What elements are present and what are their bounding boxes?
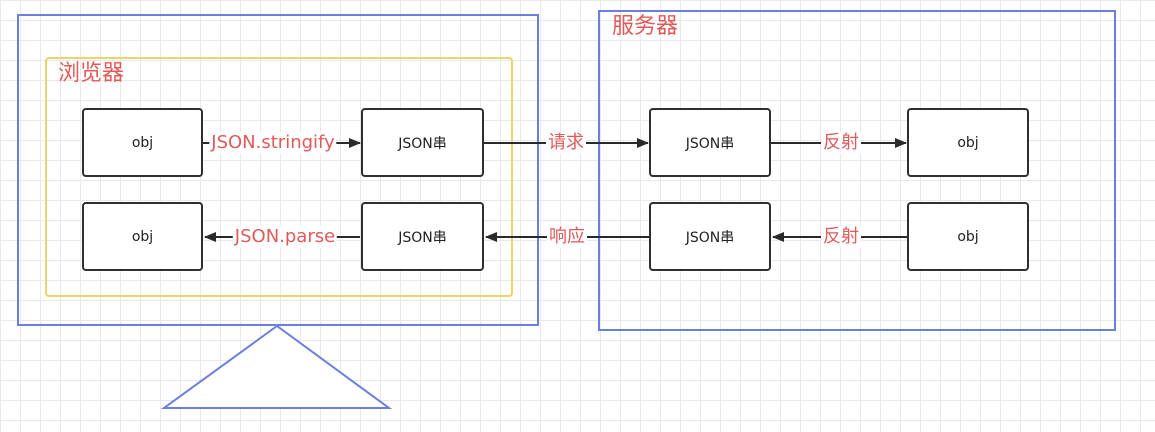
browser-title: 浏览器	[58, 61, 125, 86]
monitor-stand	[160, 324, 393, 409]
label-stringify: JSON.stringify	[209, 132, 337, 154]
client-frame	[17, 14, 539, 326]
browser-json-bottom: JSON串	[361, 202, 484, 271]
server-obj-bottom: obj	[907, 202, 1029, 271]
server-json-bottom: JSON串	[649, 202, 771, 271]
browser-frame	[45, 57, 513, 297]
label-parse: JSON.parse	[232, 226, 338, 248]
server-frame	[598, 10, 1116, 331]
server-obj-top: obj	[907, 108, 1029, 177]
label-request: 请求	[546, 132, 586, 154]
browser-obj-top: obj	[82, 108, 203, 177]
server-title: 服务器	[612, 14, 679, 39]
browser-json-top: JSON串	[361, 108, 484, 177]
label-response: 响应	[547, 226, 587, 248]
label-reflect-bottom: 反射	[821, 226, 861, 248]
server-json-top: JSON串	[649, 108, 771, 177]
browser-obj-bottom: obj	[82, 202, 203, 271]
label-reflect-top: 反射	[821, 132, 861, 154]
